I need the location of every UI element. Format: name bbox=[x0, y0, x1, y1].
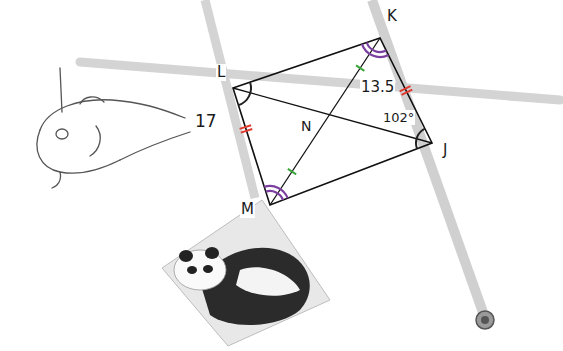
stick bbox=[80, 62, 560, 100]
vertex-label: L bbox=[216, 64, 226, 81]
sketch-line bbox=[52, 172, 61, 188]
panda-photo bbox=[162, 200, 330, 346]
length-label: 17 bbox=[194, 112, 218, 131]
stick-cap bbox=[476, 311, 494, 329]
panda-back bbox=[236, 267, 300, 296]
sketch-line bbox=[40, 100, 185, 130]
sketch-line bbox=[80, 97, 104, 104]
sticks bbox=[80, 0, 560, 329]
length-label: 13.5 bbox=[360, 79, 395, 96]
parallelogram-figure bbox=[233, 38, 432, 205]
parallelogram bbox=[233, 38, 432, 205]
panda-ear bbox=[179, 250, 193, 262]
stick-cap bbox=[481, 316, 489, 324]
angle-arc bbox=[264, 186, 287, 198]
angle-arc bbox=[367, 43, 386, 52]
tick-mark bbox=[288, 169, 296, 175]
diagonal bbox=[270, 38, 380, 205]
animal-sketch bbox=[37, 68, 190, 188]
tick-mark bbox=[356, 65, 364, 71]
stick bbox=[205, 0, 255, 198]
diagonal bbox=[233, 88, 432, 143]
photo-frame bbox=[162, 200, 330, 346]
panda-eye bbox=[187, 266, 197, 274]
vertex-label: M bbox=[240, 201, 255, 218]
panda-head bbox=[174, 250, 226, 290]
vertex-label: K bbox=[386, 8, 398, 25]
angle-arc bbox=[416, 129, 425, 149]
sketch-line bbox=[60, 68, 62, 112]
sketch-line bbox=[37, 130, 120, 173]
angle-arc bbox=[266, 191, 283, 200]
sketch-eye bbox=[56, 129, 68, 139]
tick-mark bbox=[241, 129, 252, 133]
angle-label: 102° bbox=[382, 110, 415, 125]
vertex-label: J bbox=[442, 142, 448, 159]
tick-mark bbox=[240, 125, 251, 129]
angle-arc bbox=[238, 82, 251, 105]
tick-mark bbox=[402, 90, 413, 95]
angle-arc bbox=[362, 44, 388, 57]
point-label: N bbox=[300, 118, 312, 134]
panda-eye bbox=[203, 265, 213, 273]
sketch-line bbox=[120, 132, 190, 160]
sketch-line bbox=[90, 126, 100, 156]
panda-ear bbox=[205, 247, 219, 259]
